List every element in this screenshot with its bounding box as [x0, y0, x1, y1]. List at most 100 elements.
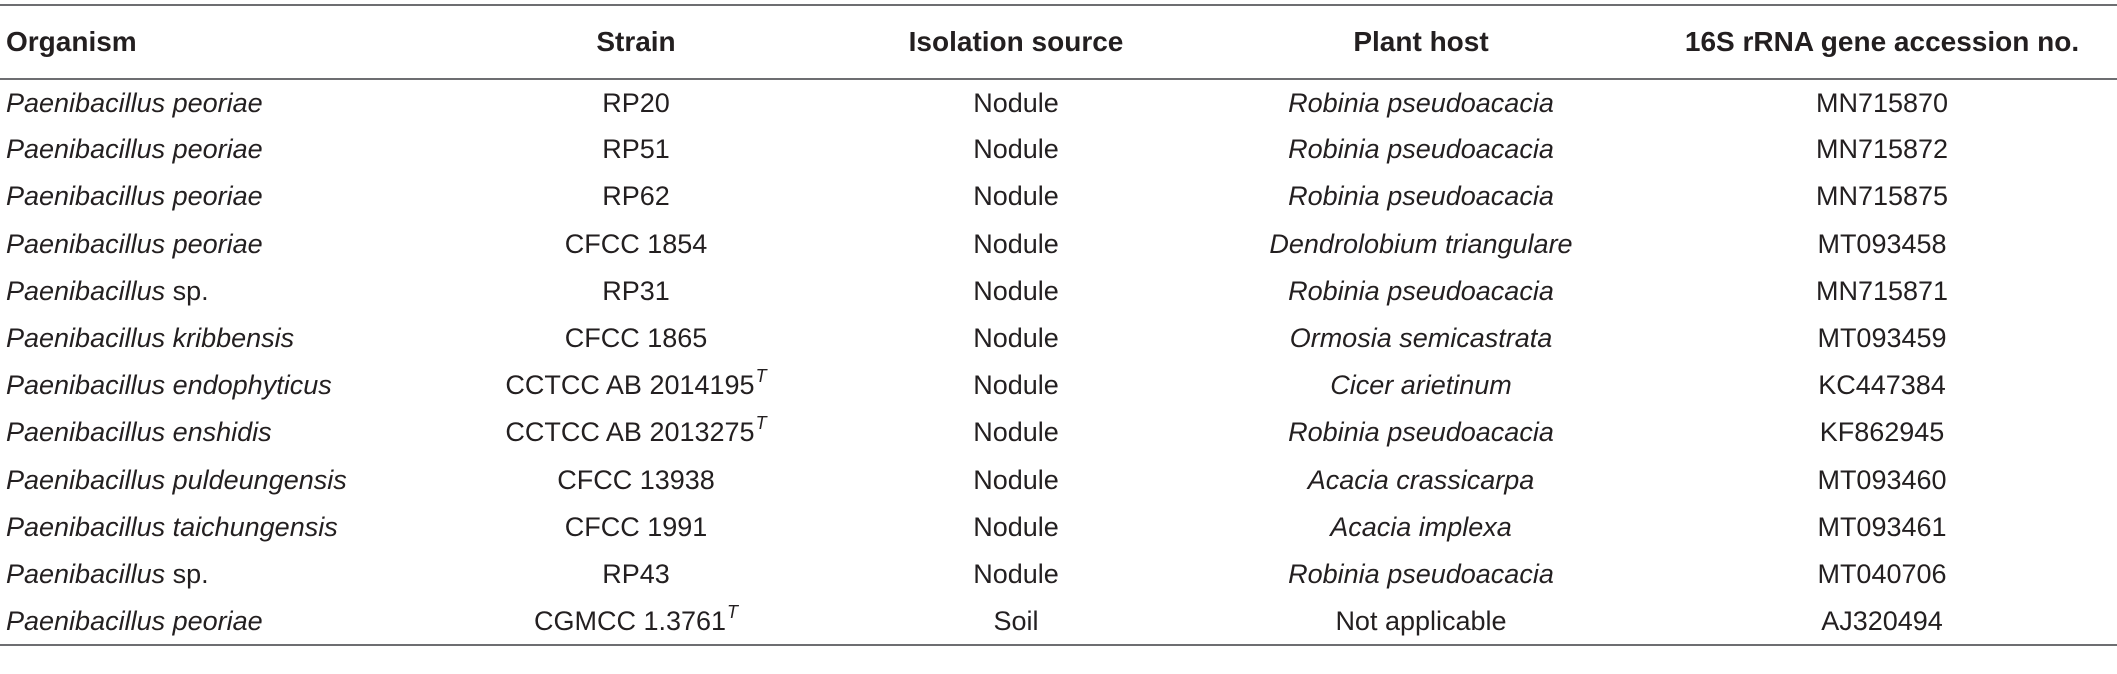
type-strain-marker: T	[727, 601, 739, 622]
strain-id: CFCC 1854	[564, 228, 708, 259]
strain-id: CFCC 1865	[564, 323, 708, 354]
cell-strain: RP51	[441, 126, 831, 173]
organism-name: Paenibacillus peoriae	[6, 605, 263, 636]
cell-accession: MN715871	[1815, 275, 1949, 306]
table-row: Paenibacillus peoriae CFCC 1854 Nodule Dend…	[0, 221, 2117, 268]
strain-id: CCTCC AB 2014195	[505, 370, 755, 401]
type-strain-marker: T	[755, 413, 767, 434]
cell-isolation-source: Nodule	[973, 370, 1059, 401]
cell-plant-host: Not applicable	[1201, 598, 1641, 647]
cell-plant-host: Robinia pseudoacacia	[1288, 275, 1554, 306]
cell-plant-host: Robinia pseudoacacia	[1288, 87, 1554, 118]
cell-plant-host: Acacia crassicarpa	[1307, 464, 1535, 495]
header-accession: 16S rRNA gene accession no.	[1641, 4, 2117, 80]
header-organism: Organism	[0, 4, 441, 80]
strain-id: CFCC 1991	[564, 511, 708, 542]
strain-id: RP31	[602, 275, 670, 306]
strain-table: Organism Strain Isolation source Plant h…	[0, 4, 2117, 647]
cell-strain: CFCC 1865	[441, 315, 831, 362]
cell-organism: Paenibacillus sp.	[0, 268, 441, 315]
cell-isolation-source: Nodule	[973, 558, 1059, 589]
cell-organism: Paenibacillus sp.	[0, 551, 441, 598]
cell-plant-host: Robinia pseudoacacia	[1288, 558, 1554, 589]
strain-id: RP51	[602, 134, 670, 165]
cell-organism: Paenibacillus taichungensis	[0, 504, 441, 551]
cell-plant-host: Dendrolobium triangulare	[1269, 228, 1573, 259]
cell-accession: KC447384	[1818, 370, 1946, 401]
cell-isolation-source: Nodule	[973, 228, 1059, 259]
organism-name: Paenibacillus kribbensis	[6, 323, 295, 354]
cell-strain: CCTCC AB 2013275T	[441, 409, 831, 456]
strain-id: RP20	[602, 87, 670, 118]
cell-accession: MT093459	[1817, 323, 1947, 354]
cell-strain: RP31	[441, 268, 831, 315]
strain-id: CGMCC 1.3761	[533, 605, 727, 636]
cell-strain: CFCC 13938	[441, 457, 831, 504]
organism-genus: Paenibacillus	[6, 558, 166, 589]
header-strain: Strain	[441, 4, 831, 80]
organism-name: Paenibacillus peoriae	[6, 228, 263, 259]
cell-isolation-source: Nodule	[973, 87, 1059, 118]
cell-plant-host: Robinia pseudoacacia	[1288, 181, 1554, 212]
cell-strain: RP62	[441, 173, 831, 220]
strain-id: RP62	[602, 181, 670, 212]
cell-organism: Paenibacillus puldeungensis	[0, 457, 441, 504]
cell-plant-host: Cicer arietinum	[1330, 370, 1512, 401]
organism-name: Paenibacillus peoriae	[6, 134, 263, 165]
cell-accession: MN715872	[1815, 134, 1949, 165]
table-row: Paenibacillus peoriae RP62 Nodule Robinia p…	[0, 173, 2117, 220]
organism-genus: Paenibacillus	[6, 275, 166, 306]
organism-qualifier: sp.	[165, 558, 209, 589]
table-header: Organism Strain Isolation source Plant h…	[0, 4, 2117, 80]
cell-organism: Paenibacillus kribbensis	[0, 315, 441, 362]
table-row: Paenibacillus enshidis CCTCC AB 2013275T N…	[0, 409, 2117, 456]
strain-id: CCTCC AB 2013275	[505, 417, 755, 448]
cell-isolation-source: Soil	[831, 598, 1201, 647]
strain-id: RP43	[602, 558, 670, 589]
header-row: Organism Strain Isolation source Plant h…	[0, 4, 2117, 80]
cell-strain: CGMCC 1.3761T	[441, 598, 831, 647]
table-row: Paenibacillus peoriae RP20 Nodule Robinia p…	[0, 79, 2117, 126]
cell-organism: Paenibacillus peoriae	[0, 173, 441, 220]
organism-name: Paenibacillus peoriae	[6, 181, 263, 212]
table-row: Paenibacillus endophyticus CCTCC AB 20141…	[0, 362, 2117, 409]
cell-plant-host: Robinia pseudoacacia	[1288, 134, 1554, 165]
cell-accession: KF862945	[1819, 417, 1945, 448]
organism-name: Paenibacillus enshidis	[6, 417, 272, 448]
strain-id: CFCC 13938	[557, 464, 715, 495]
cell-isolation-source: Nodule	[973, 181, 1059, 212]
cell-strain: RP20	[441, 79, 831, 126]
cell-accession: MN715870	[1815, 87, 1949, 118]
organism-name: Paenibacillus peoriae	[6, 87, 263, 118]
cell-organism: Paenibacillus endophyticus	[0, 362, 441, 409]
cell-plant-host: Ormosia semicastrata	[1289, 323, 1553, 354]
cell-accession: MT093458	[1817, 228, 1947, 259]
cell-accession: AJ320494	[1641, 598, 2117, 647]
table-row: Paenibacillus sp. RP43 Nodule Robinia pseud…	[0, 551, 2117, 598]
cell-strain: CCTCC AB 2014195T	[441, 362, 831, 409]
cell-isolation-source: Nodule	[973, 323, 1059, 354]
cell-accession: MT093460	[1817, 464, 1947, 495]
cell-accession: MT093461	[1817, 511, 1947, 542]
cell-organism: Paenibacillus peoriae	[0, 126, 441, 173]
cell-plant-host: Acacia implexa	[1330, 511, 1512, 542]
cell-accession: MN715875	[1815, 181, 1949, 212]
cell-isolation-source: Nodule	[973, 511, 1059, 542]
header-plant-host: Plant host	[1201, 4, 1641, 80]
cell-organism: Paenibacillus enshidis	[0, 409, 441, 456]
cell-isolation-source: Nodule	[973, 417, 1059, 448]
organism-name: Paenibacillus puldeungensis	[6, 464, 347, 495]
organism-name: Paenibacillus endophyticus	[6, 370, 332, 401]
cell-strain: RP43	[441, 551, 831, 598]
cell-plant-host: Robinia pseudoacacia	[1288, 417, 1554, 448]
cell-organism: Paenibacillus peoriae	[0, 79, 441, 126]
header-isolation-source: Isolation source	[831, 4, 1201, 80]
cell-organism: Paenibacillus peoriae	[0, 221, 441, 268]
organism-name: Paenibacillus taichungensis	[6, 511, 338, 542]
